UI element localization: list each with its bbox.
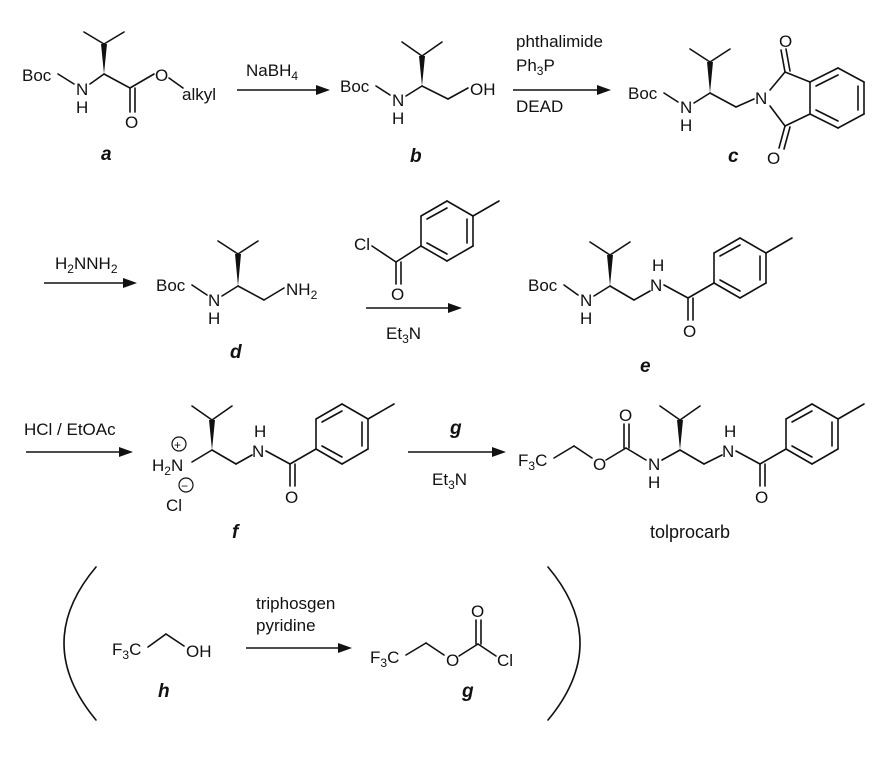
atom-h: H xyxy=(680,116,692,135)
atom-h: H xyxy=(76,98,88,117)
atom-boc: Boc xyxy=(22,66,52,85)
reagent-hydrazine: H2NNH2 xyxy=(55,254,118,276)
atom-amide-n: N xyxy=(650,276,662,295)
atom-carbamate-o: O xyxy=(619,406,632,425)
compound-c: Boc N H N O O c xyxy=(628,32,865,168)
atom-boc: Boc xyxy=(528,276,558,295)
reagent-phthalimide: phthalimide xyxy=(516,32,603,51)
atom-n: N xyxy=(208,291,220,310)
label-g: g xyxy=(461,681,474,702)
atom-chloride: Cl xyxy=(166,496,182,515)
plus-charge: + xyxy=(174,438,181,452)
compound-h: F3C OH h xyxy=(112,633,212,702)
atom-n: N xyxy=(680,98,692,117)
atom-h: H xyxy=(580,309,592,328)
atom-cf3: F3C xyxy=(518,451,547,473)
atom-n: N xyxy=(392,91,404,110)
arrow-step-2: phthalimide Ph3P DEAD xyxy=(513,32,611,116)
arrow-step-4: Et3N xyxy=(366,303,462,346)
atom-ether-o: O xyxy=(593,455,606,474)
label-a: a xyxy=(101,144,112,165)
atom-amide-h: H xyxy=(254,422,266,441)
atom-nh2: NH2 xyxy=(286,280,318,302)
reagent-ph3p: Ph3P xyxy=(516,56,555,78)
compound-g: F3C O O Cl g xyxy=(370,602,513,702)
reagent-et3n: Et3N xyxy=(432,470,467,492)
atom-cl: Cl xyxy=(497,651,513,670)
atom-carbonyl-o: O xyxy=(471,602,484,621)
side-preparation: F3C OH h triphosgen pyridine F3C O O Cl … xyxy=(63,566,581,721)
atom-boc: Boc xyxy=(340,77,370,96)
compound-f: + H2N − Cl N H O f xyxy=(152,403,395,543)
arrow-step-1: NaBH4 xyxy=(237,61,330,95)
atom-ester-o: O xyxy=(155,66,168,85)
atom-ammonium: H2N xyxy=(152,456,183,478)
atom-o: O xyxy=(391,285,404,304)
atom-cf3: F3C xyxy=(112,640,141,662)
atom-oh: OH xyxy=(470,80,496,99)
reagent-triphosgen: triphosgen xyxy=(256,594,335,613)
atom-ester-o: O xyxy=(446,651,459,670)
atom-amide-h: H xyxy=(652,256,664,275)
label-h: h xyxy=(158,681,170,702)
reagent-pyridine: pyridine xyxy=(256,616,316,635)
atom-h: H xyxy=(392,109,404,128)
atom-amide-n: N xyxy=(722,442,734,461)
atom-n: N xyxy=(76,80,88,99)
product-name: tolprocarb xyxy=(650,522,730,542)
compound-b: Boc N H OH b xyxy=(340,41,496,167)
atom-imide-o-bottom: O xyxy=(767,149,780,168)
atom-imide-o-top: O xyxy=(779,32,792,51)
atom-n: N xyxy=(580,291,592,310)
arrow-step-3: H2NNH2 xyxy=(44,254,137,288)
atom-oh: OH xyxy=(186,642,212,661)
atom-amide-o: O xyxy=(285,488,298,507)
atom-boc: Boc xyxy=(628,84,658,103)
atom-cf3: F3C xyxy=(370,648,399,670)
atom-amide-o: O xyxy=(755,488,768,507)
compound-tolprocarb: F3C O O N H N H O tolprocarb xyxy=(518,403,865,542)
arrow-step-7: triphosgen pyridine xyxy=(246,594,352,653)
atom-boc: Boc xyxy=(156,276,186,295)
compound-d: Boc N H NH2 d xyxy=(156,240,318,363)
atom-carbamate-h: H xyxy=(648,473,660,492)
reagent-toluoyl-chloride: Cl O xyxy=(354,200,500,304)
atom-amide-h: H xyxy=(724,422,736,441)
atom-carbamate-n: N xyxy=(648,455,660,474)
atom-imide-n: N xyxy=(755,89,767,108)
label-d: d xyxy=(230,342,242,363)
arrow-step-5: HCl / EtOAc xyxy=(24,420,133,457)
label-e: e xyxy=(640,356,651,377)
compound-a: Boc N H O O alkyl a xyxy=(22,31,216,165)
arrow-step-6: g Et3N xyxy=(408,418,506,492)
atom-h: H xyxy=(208,309,220,328)
atom-amide-o: O xyxy=(683,322,696,341)
atom-cl: Cl xyxy=(354,235,370,254)
compound-e: Boc N H N H O e xyxy=(528,237,793,377)
label-f: f xyxy=(232,522,240,543)
reagent-dead: DEAD xyxy=(516,97,563,116)
atom-alkyl: alkyl xyxy=(182,85,216,104)
label-b: b xyxy=(410,146,422,167)
reagent-g: g xyxy=(449,418,462,439)
minus-charge: − xyxy=(181,479,188,493)
atom-carbonyl-o: O xyxy=(125,113,138,132)
atom-amide-n: N xyxy=(252,442,264,461)
label-c: c xyxy=(728,146,739,167)
reagent-hcl-etoac: HCl / EtOAc xyxy=(24,420,116,439)
reagent-et3n: Et3N xyxy=(386,324,421,346)
reagent-nabh4: NaBH4 xyxy=(246,61,298,83)
